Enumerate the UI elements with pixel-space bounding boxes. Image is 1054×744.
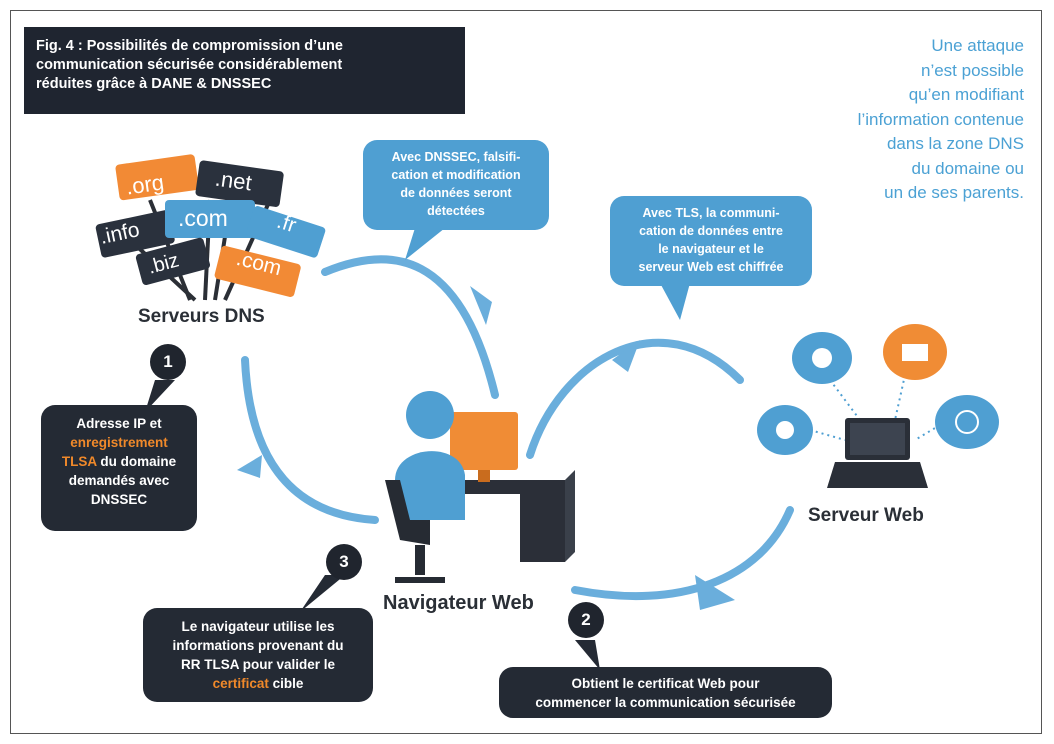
- web-server-label: Serveur Web: [808, 505, 924, 526]
- bubble-tails: [405, 228, 690, 320]
- note-line: un de ses parents.: [884, 183, 1024, 202]
- laptop-icon: [827, 418, 928, 488]
- tag-info: [95, 210, 175, 258]
- arrowhead-1: [470, 286, 492, 325]
- step-3-line: Le navigateur utilise les: [181, 619, 335, 634]
- tls-callout: Avec TLS, la communi- cation de données …: [610, 196, 812, 286]
- callout-line: Avec TLS, la communi-: [642, 206, 780, 220]
- step-2-line: Obtient le certificat Web pour: [571, 676, 760, 691]
- step-1-number: 1: [150, 344, 186, 380]
- web-server-cluster: [757, 324, 999, 488]
- callout-line: détectées: [427, 204, 485, 218]
- note-line: n’est possible: [920, 60, 1024, 80]
- tls-bubble-tail: [660, 283, 690, 320]
- callout-line: cation et modification: [391, 168, 521, 182]
- web-browser-label: Navigateur Web: [383, 592, 534, 614]
- step-1-line: demandés avec: [68, 473, 170, 488]
- dnssec-bubble-tail: [405, 228, 445, 260]
- figure-frame: [10, 10, 1042, 734]
- tag-com-orange: [214, 245, 301, 297]
- globe-icon: [935, 395, 999, 449]
- tag-fr: [246, 206, 326, 258]
- tag-label-net: .net: [213, 165, 254, 196]
- dnssec-callout: Avec DNSSEC, falsifi- cation et modifica…: [363, 140, 549, 230]
- user-at-computer-icon: [385, 391, 575, 583]
- attack-note: Une attaque n’est possible qu’en modifia…: [764, 34, 1024, 206]
- tag-label-com: .com: [178, 205, 228, 231]
- step-2-bubble: Obtient le certificat Web pour commencer…: [499, 667, 832, 718]
- step-2-line: commencer la communication sécurisée: [535, 695, 796, 710]
- dns-servers-illustration: [95, 154, 326, 302]
- callout-line: le navigateur et le: [658, 242, 764, 256]
- note-line: l’information contenue: [857, 109, 1024, 129]
- figure-title: Fig. 4 : Possibilités de compromission d…: [24, 27, 465, 114]
- arrowhead-2: [237, 455, 262, 478]
- step-1-highlight: TLSA: [61, 454, 97, 469]
- step-3-number: 3: [326, 544, 362, 580]
- step-2-number: 2: [568, 602, 604, 638]
- note-line: dans la zone DNS: [886, 134, 1024, 153]
- email-icon: [883, 324, 947, 380]
- tag-net: [195, 160, 284, 207]
- step-1-line: du domaine: [96, 454, 177, 469]
- step-1-line: DNSSEC: [90, 492, 148, 507]
- arrow-heads: [237, 286, 735, 610]
- flow-arrows: [241, 255, 794, 600]
- step-bubble-tails: [145, 380, 600, 670]
- rss-icon: [757, 405, 813, 455]
- step-3-line: cible: [268, 676, 304, 691]
- callout-line: serveur Web est chiffrée: [638, 260, 784, 274]
- title-line-1: Fig. 4 : Possibilités de compromission d…: [36, 38, 343, 54]
- step-3-highlight: certificat: [212, 676, 269, 691]
- step-3-line: RR TLSA pour valider le: [180, 657, 336, 672]
- tag-com-blue: [165, 200, 255, 238]
- callout-line: cation de données entre: [639, 224, 783, 238]
- dns-servers-label: Serveurs DNS: [138, 306, 265, 327]
- step-1-bubble: Adresse IP et enregistrement TLSA du dom…: [41, 405, 197, 531]
- arrowhead-4: [695, 575, 735, 610]
- step-1-line: Adresse IP et: [76, 416, 162, 431]
- step-1-highlight: enregistrement: [70, 435, 168, 450]
- step1-tail: [145, 380, 175, 412]
- note-line: du domaine ou: [911, 158, 1024, 178]
- title-line-3: réduites grâce à DANE & DNSSEC: [36, 76, 272, 92]
- callout-line: de données seront: [400, 186, 512, 200]
- callout-line: Avec DNSSEC, falsifi-: [391, 150, 521, 164]
- arrow-dns-to-browser: [321, 255, 499, 399]
- tag-biz: [135, 237, 210, 286]
- step2-tail: [575, 640, 600, 670]
- arrow-browser-to-server: [526, 338, 744, 459]
- twitter-icon: [792, 332, 852, 384]
- step-3-line: informations provenant du: [172, 638, 344, 653]
- arrowhead-3: [612, 340, 640, 372]
- arrow-browser-to-dns: [241, 356, 379, 524]
- title-line-2: communication sécurisée considérablement: [36, 57, 343, 73]
- step-3-bubble: Le navigateur utilise les informations p…: [143, 608, 373, 702]
- arrow-server-to-browser: [571, 506, 794, 600]
- tag-label-org: .org: [124, 169, 166, 200]
- tag-org: [115, 154, 199, 201]
- note-line: qu’en modifiant: [908, 85, 1024, 104]
- note-line: Une attaque: [931, 36, 1024, 55]
- step3-tail: [300, 575, 345, 612]
